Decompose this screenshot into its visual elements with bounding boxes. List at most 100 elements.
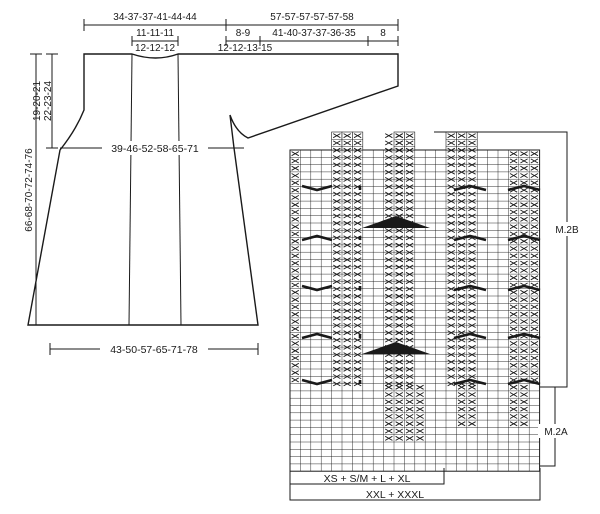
cable-stitch-mark bbox=[509, 370, 518, 376]
cable-stitch-mark bbox=[405, 198, 414, 204]
cable-stitch-mark bbox=[291, 231, 300, 237]
cable-stitch-mark bbox=[457, 177, 466, 182]
cable-stitch-mark bbox=[291, 238, 300, 244]
cable-stitch-mark bbox=[416, 414, 424, 419]
cable-stitch-mark bbox=[468, 421, 476, 427]
label-sizes-1: XS + S/M + L + XL bbox=[324, 473, 411, 485]
cable-stitch-mark bbox=[457, 374, 466, 379]
cable-stitch-mark bbox=[457, 399, 466, 405]
label-shoulder-left-2: 12-12-13-15 bbox=[218, 43, 273, 54]
cable-stitch-mark bbox=[353, 191, 362, 197]
cable-stitch-mark bbox=[343, 264, 352, 270]
cable-stitch-mark bbox=[384, 384, 393, 390]
cable-stitch-mark bbox=[468, 337, 476, 343]
chevron-mark bbox=[301, 332, 333, 340]
cable-stitch-mark bbox=[291, 253, 300, 259]
cable-stitch-mark bbox=[457, 140, 466, 146]
cable-stitch-mark bbox=[447, 235, 456, 241]
cable-stitch-mark bbox=[457, 198, 466, 204]
cable-stitch-mark bbox=[384, 271, 393, 277]
cable-stitch-mark bbox=[509, 202, 518, 208]
cable-stitch-mark bbox=[468, 191, 476, 197]
cable-stitch-mark bbox=[343, 293, 352, 299]
cable-stitch-mark bbox=[468, 133, 476, 139]
cable-stitch-mark bbox=[395, 250, 404, 255]
cable-stitch-mark bbox=[395, 406, 404, 412]
cable-stitch-mark bbox=[520, 253, 528, 259]
cable-stitch-mark bbox=[468, 198, 476, 204]
cable-stitch-mark bbox=[395, 242, 404, 248]
cable-stitch-mark bbox=[468, 271, 476, 277]
cable-stitch-mark bbox=[405, 279, 414, 285]
cable-stitch-mark bbox=[353, 242, 362, 248]
cable-stitch-mark bbox=[530, 341, 539, 346]
cable-stitch-mark bbox=[468, 177, 476, 182]
cable-stitch-mark bbox=[509, 348, 518, 354]
cable-stitch-mark bbox=[395, 337, 404, 343]
cable-stitch-mark bbox=[520, 304, 528, 310]
cable-stitch-mark bbox=[530, 231, 539, 237]
chevron-mark bbox=[301, 378, 333, 386]
cable-stitch-mark bbox=[520, 268, 528, 273]
cable-stitch-mark bbox=[291, 246, 300, 251]
cable-stitch-mark bbox=[395, 279, 404, 285]
decrease-triangle-mark bbox=[362, 216, 430, 228]
cable-stitch-mark bbox=[405, 177, 414, 182]
chevron-mark bbox=[453, 284, 487, 292]
cable-stitch-mark bbox=[332, 366, 341, 372]
label-sleeve-mid: 41-40-37-37-36-35 bbox=[272, 28, 356, 39]
cable-stitch-mark bbox=[530, 253, 539, 259]
cable-stitch-mark bbox=[447, 374, 456, 379]
cable-stitch-mark bbox=[468, 147, 476, 153]
cable-stitch-mark bbox=[395, 155, 404, 160]
chevron-mark bbox=[453, 332, 487, 340]
cable-stitch-mark bbox=[509, 399, 518, 405]
cable-stitch-mark bbox=[405, 191, 414, 197]
cable-stitch-mark bbox=[509, 268, 518, 273]
cable-stitch-mark bbox=[384, 359, 393, 365]
cable-stitch-mark bbox=[405, 162, 414, 168]
cable-stitch-mark bbox=[457, 293, 466, 299]
cable-stitch-mark bbox=[509, 311, 518, 317]
cable-stitch-mark bbox=[291, 377, 300, 383]
chevron-mark bbox=[301, 184, 333, 192]
cable-stitch-mark bbox=[353, 323, 362, 328]
cable-stitch-mark bbox=[353, 293, 362, 299]
cable-stitch-mark bbox=[520, 326, 528, 332]
cable-stitch-mark bbox=[468, 169, 476, 175]
cable-stitch-mark bbox=[468, 384, 476, 390]
cable-stitch-mark bbox=[457, 242, 466, 248]
cable-stitch-mark bbox=[384, 315, 393, 321]
cable-stitch-mark bbox=[509, 304, 518, 310]
cable-stitch-mark bbox=[405, 374, 414, 379]
cable-stitch-mark bbox=[353, 315, 362, 321]
cable-stitch-mark bbox=[332, 191, 341, 197]
cable-stitch-mark bbox=[384, 242, 393, 248]
cable-stitch-mark bbox=[343, 359, 352, 365]
cable-stitch-mark bbox=[332, 177, 341, 182]
cable-stitch-mark bbox=[416, 399, 424, 405]
cable-stitch-mark bbox=[530, 209, 539, 215]
cable-stitch-mark bbox=[509, 158, 518, 164]
cable-stitch-mark bbox=[384, 162, 393, 168]
cable-stitch-mark bbox=[291, 268, 300, 273]
cable-stitch-mark bbox=[447, 366, 456, 372]
cable-stitch-mark bbox=[447, 169, 456, 175]
cable-stitch-mark bbox=[291, 370, 300, 376]
cable-stitch-mark bbox=[405, 155, 414, 160]
cable-stitch-mark bbox=[520, 406, 528, 412]
label-shoulder-left: 8-9 bbox=[236, 28, 251, 39]
cable-stitch-mark bbox=[447, 177, 456, 182]
cable-stitch-mark bbox=[384, 177, 393, 182]
cable-stitch-mark bbox=[291, 362, 300, 368]
cable-stitch-mark bbox=[353, 301, 362, 306]
label-sizes-2: XXL + XXXL bbox=[366, 489, 424, 501]
cable-stitch-mark bbox=[384, 140, 393, 146]
cable-stitch-mark bbox=[520, 297, 528, 303]
cable-stitch-mark bbox=[457, 392, 466, 397]
cable-stitch-mark bbox=[457, 264, 466, 270]
cable-stitch-mark bbox=[353, 162, 362, 168]
cable-stitch-mark bbox=[291, 187, 300, 193]
cable-stitch-mark bbox=[447, 337, 456, 343]
cable-stitch-mark bbox=[384, 184, 393, 190]
